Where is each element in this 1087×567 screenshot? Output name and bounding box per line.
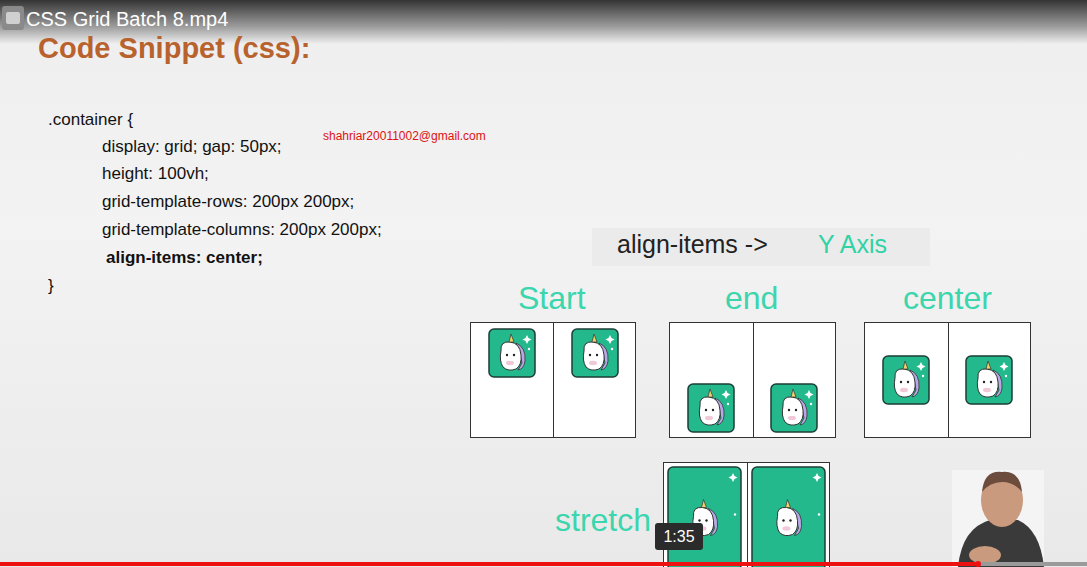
slide-title: Code Snippet (css): [38,32,310,65]
cell-divider [948,323,949,437]
cell-divider [747,463,748,567]
grid-demo: Start [466,280,638,440]
unicorn-graphic [882,355,930,405]
channel-icon [2,6,24,30]
grid-demo: stretch [508,462,832,567]
presenter-hair [982,472,1022,492]
value-heading: Start [518,280,586,316]
unicorn-icon [882,355,930,409]
unicorn-graphic [770,383,818,433]
unicorn-graphic [965,355,1013,405]
unicorn-icon [667,466,742,567]
unicorn-icon [751,466,826,567]
grid-demo: end [666,280,838,440]
code-line: height: 100vh; [102,164,209,184]
code-line: grid-template-rows: 200px 200px; [102,192,354,212]
presenter-hand [969,546,1001,564]
grid-demo: center [861,280,1033,440]
value-heading: end [725,280,778,316]
unicorn-icon [687,383,735,437]
unicorn-graphic [667,466,742,567]
axis-heading: align-items -> [617,230,768,259]
grid-box [470,322,636,438]
unicorn-graphic [571,328,619,378]
cell-divider [753,323,754,437]
grid-box [864,322,1031,438]
presenter-frame [952,470,1044,567]
unicorn-graphic [687,383,735,433]
code-line: grid-template-columns: 200px 200px; [102,220,382,240]
unicorn-icon [571,328,619,382]
unicorn-graphic [751,466,826,567]
unicorn-icon [488,328,536,382]
grid-box [663,462,830,567]
presenter-shirt [958,520,1044,567]
value-heading: stretch [555,502,651,538]
timestamp-tooltip: 1:35 [655,523,703,550]
axis-name: Y Axis [818,230,887,259]
progress-bar [0,559,1087,567]
value-heading: center [903,280,992,316]
cell-divider [553,323,554,437]
unicorn-graphic [488,328,536,378]
code-line: .container { [48,110,133,130]
unicorn-icon [965,355,1013,409]
code-line: display: grid; gap: 50px; [102,137,282,157]
code-line: } [48,276,54,296]
unicorn-icon [770,383,818,437]
code-line: align-items: center; [106,248,263,268]
video-title: CSS Grid Batch 8.mp4 [26,8,228,31]
grid-box [669,322,836,438]
watermark: shahriar20011002@gmail.com [323,129,486,143]
